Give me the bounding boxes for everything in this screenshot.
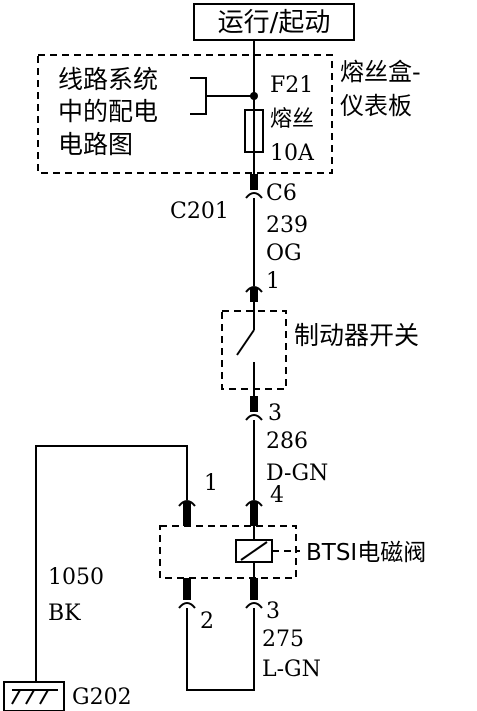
ground-name-label: G202 [72,685,132,710]
c201-name-label: C201 [170,199,229,224]
btsi-pin4-block [250,502,258,526]
fuse-word-label: 熔丝 [270,107,314,132]
btsi-pin3-arc [245,602,263,609]
c201-pin-label: C6 [266,181,297,206]
brake-switch-pin-out-label: 3 [268,401,282,426]
power-source-label: 运行/起动 [218,8,331,38]
btsi-pin1-arc [178,500,196,507]
wire-286-color-label: D-GN [266,461,328,486]
brake-switch-pin-in-label: 1 [266,269,280,294]
btsi-name-label: BTSI电磁阀 [306,540,426,566]
wire-1050 [35,445,188,682]
ground-hatch-2 [25,689,35,705]
wire-1050-color-label: BK [48,601,81,626]
wire-239-color-label: OG [266,241,302,266]
btsi-solenoid-slash [240,541,268,561]
btsi-pin2-label: 2 [200,609,214,634]
fuse-rating-label: 10A [270,141,315,166]
fuse-box-outline [37,54,333,174]
brake-switch-contact [236,329,255,356]
fuse-box-name-line-1: 熔丝盒- [340,58,421,86]
btsi-pin3-label: 3 [266,599,280,624]
brake-switch-pin1-arc [245,286,263,293]
btsi-pin4-label: 4 [270,483,284,508]
btsi-pin2-arc [178,602,196,609]
wire-286-circuit-label: 286 [266,429,308,454]
power-source-box [193,3,355,41]
c201-connector-arc [245,192,263,199]
ground-hatch-3 [39,689,49,705]
btsi-pin1-block [183,502,191,526]
brake-switch-pin3-arc [245,414,263,421]
fuse-box-ref-line-2: 中的配电 [58,97,158,126]
fuse-id-label: F21 [270,73,313,98]
brake-switch-pin3-block [250,396,258,412]
btsi-pin1-label: 1 [204,471,218,496]
fuse-box-ref-line-3: 电路图 [58,130,133,159]
btsi-pin4-arc [245,500,263,507]
btsi-pin2-block [183,578,191,600]
wire-275-color-label: L-GN [262,657,321,682]
wire-239-circuit-label: 239 [266,213,308,238]
brake-switch-name-label: 制动器开关 [294,321,419,350]
wire-275-circuit-label: 275 [262,627,304,652]
ground-hatch-1 [11,689,21,705]
ground-symbol-box [3,681,65,711]
wire-275 [186,608,255,691]
c201-pin-block [250,174,258,190]
brake-switch-pin1-block [250,288,258,302]
btsi-pin3-block [250,578,258,600]
fuse-box-ref-line-1: 线路系统 [58,65,158,94]
wire-1050-circuit-label: 1050 [48,565,104,590]
reference-bracket [190,77,254,115]
fuse-box-name-line-2: 仪表板 [340,92,412,120]
